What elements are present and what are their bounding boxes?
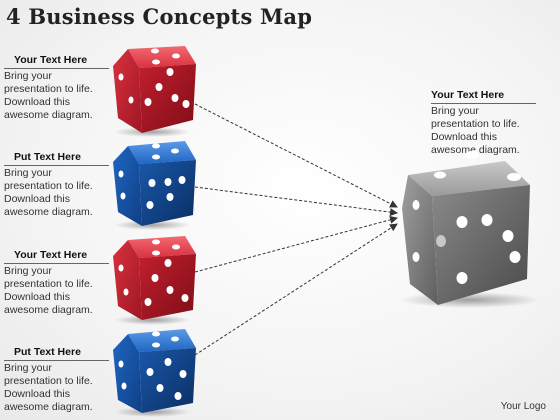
label-right-rule xyxy=(431,103,536,104)
label-right-heading: Your Text Here xyxy=(431,89,505,101)
label-1-body: Bring your presentation to life. Downloa… xyxy=(4,70,93,121)
label-1-heading: Your Text Here xyxy=(14,54,88,66)
page-title: 4 Business Concepts Map xyxy=(6,4,313,29)
label-1: Your Text Here Bring your presentation t… xyxy=(4,54,112,122)
connector-2 xyxy=(194,186,398,217)
connector-3 xyxy=(194,215,398,273)
footer-logo: Your Logo xyxy=(500,401,546,412)
label-4-rule xyxy=(4,360,109,361)
label-4-body: Bring your presentation to life. Downloa… xyxy=(4,362,93,413)
label-3-rule xyxy=(4,263,109,264)
connector-lines xyxy=(194,103,398,356)
blue-die-4 xyxy=(113,329,196,417)
label-2-rule xyxy=(4,165,109,166)
connector-1 xyxy=(194,103,398,208)
label-4: Put Text Here Bring your presentation to… xyxy=(4,346,112,414)
red-die-3 xyxy=(113,236,196,325)
blue-die-2 xyxy=(113,141,196,230)
label-3-heading: Your Text Here xyxy=(14,249,88,261)
label-3: Your Text Here Bring your presentation t… xyxy=(4,249,112,317)
connector-4 xyxy=(194,223,398,356)
gray-die xyxy=(400,151,540,308)
label-2-body: Bring your presentation to life. Downloa… xyxy=(4,167,93,218)
label-3-body: Bring your presentation to life. Downloa… xyxy=(4,265,93,316)
label-1-rule xyxy=(4,68,109,69)
label-2-heading: Put Text Here xyxy=(14,151,81,163)
red-die-1 xyxy=(113,46,196,137)
label-right-body: Bring your presentation to life. Downloa… xyxy=(431,105,520,156)
label-2: Put Text Here Bring your presentation to… xyxy=(4,151,112,219)
label-right: Your Text Here Bring your presentation t… xyxy=(431,89,539,157)
label-4-heading: Put Text Here xyxy=(14,346,81,358)
